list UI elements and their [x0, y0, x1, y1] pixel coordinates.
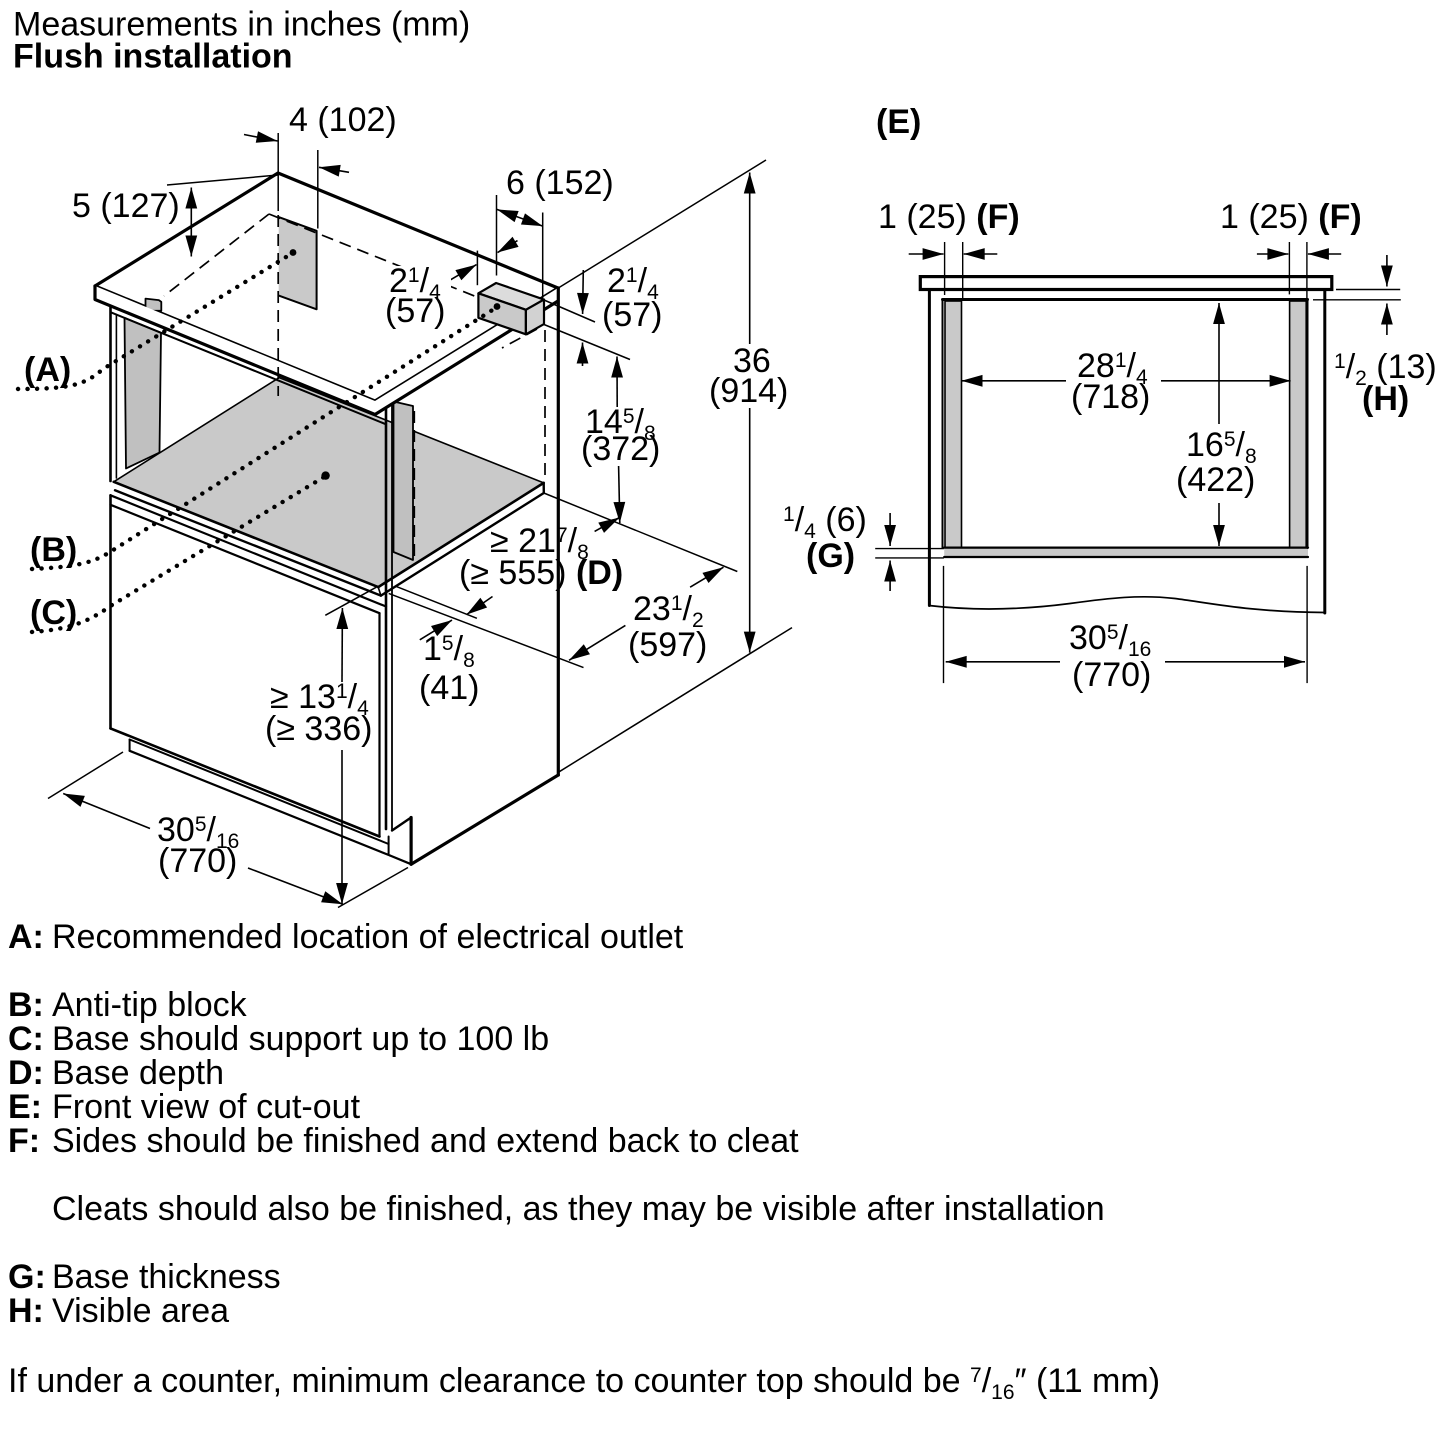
svg-text:5 (127): 5 (127) — [72, 187, 180, 225]
svg-text:(372): (372) — [581, 430, 660, 468]
svg-text:(A): (A) — [24, 351, 71, 389]
svg-text:36: 36 — [733, 342, 771, 380]
svg-text:145/8: 145/8 — [585, 403, 656, 445]
svg-text:G:: G: — [8, 1258, 46, 1296]
svg-text:C:: C: — [8, 1020, 44, 1058]
svg-text:H:: H: — [8, 1292, 44, 1330]
svg-text:(57): (57) — [385, 292, 445, 330]
svg-text:A:: A: — [8, 918, 44, 956]
svg-text:(E): (E) — [876, 103, 921, 141]
svg-text:(B): (B) — [30, 531, 77, 569]
svg-text:(914): (914) — [709, 372, 788, 410]
svg-text:E:: E: — [8, 1088, 42, 1126]
svg-text:1 (25) (F): 1 (25) (F) — [878, 198, 1020, 236]
svg-text:(≥ 336): (≥ 336) — [265, 710, 372, 748]
svg-text:Front view of cut-out: Front view of cut-out — [52, 1088, 361, 1126]
svg-text:If under a counter, minimum cl: If under a counter, minimum clearance to… — [8, 1362, 1160, 1404]
svg-text:Sides should be finished and e: Sides should be finished and extend back… — [52, 1122, 799, 1160]
svg-text:Measurements in inches (mm): Measurements in inches (mm) — [13, 6, 470, 44]
svg-text:4 (102): 4 (102) — [289, 101, 397, 139]
svg-text:Visible area: Visible area — [52, 1292, 229, 1330]
svg-text:Recommended location of electr: Recommended location of electrical outle… — [52, 918, 684, 956]
svg-text:(57): (57) — [602, 296, 662, 334]
svg-text:(597): (597) — [628, 626, 707, 664]
svg-text:(422): (422) — [1176, 461, 1255, 499]
svg-text:165/8: 165/8 — [1186, 426, 1257, 468]
svg-text:Anti-tip block: Anti-tip block — [52, 986, 248, 1024]
svg-text:(H): (H) — [1362, 380, 1409, 418]
svg-text:Base should support up to 100: Base should support up to 100 lb — [52, 1020, 549, 1058]
svg-text:(770): (770) — [158, 842, 237, 880]
svg-text:(C): (C) — [30, 594, 77, 632]
svg-text:D:: D: — [8, 1054, 44, 1092]
svg-text:(G): (G) — [806, 537, 855, 575]
svg-text:6 (152): 6 (152) — [506, 164, 614, 202]
svg-text:(718): (718) — [1071, 378, 1150, 416]
svg-text:≥ 131/4: ≥ 131/4 — [270, 678, 369, 720]
svg-text:F:: F: — [8, 1122, 40, 1160]
svg-text:Base depth: Base depth — [52, 1054, 224, 1092]
svg-text:1/4 (6): 1/4 (6) — [783, 501, 867, 543]
svg-text:(770): (770) — [1072, 656, 1151, 694]
svg-text:1/2 (13): 1/2 (13) — [1334, 348, 1437, 390]
svg-text:(≥ 555) (D): (≥ 555) (D) — [459, 554, 623, 592]
svg-text:≥ 217/8: ≥ 217/8 — [490, 522, 589, 564]
svg-text:Flush installation: Flush installation — [13, 38, 293, 76]
svg-text:1 (25) (F): 1 (25) (F) — [1220, 198, 1362, 236]
svg-text:Cleats should also be finished: Cleats should also be finished, as they … — [52, 1190, 1105, 1228]
svg-text:231/2: 231/2 — [633, 590, 704, 632]
svg-text:(41): (41) — [419, 669, 479, 707]
svg-text:Base thickness: Base thickness — [52, 1258, 281, 1296]
svg-text:B:: B: — [8, 986, 44, 1024]
